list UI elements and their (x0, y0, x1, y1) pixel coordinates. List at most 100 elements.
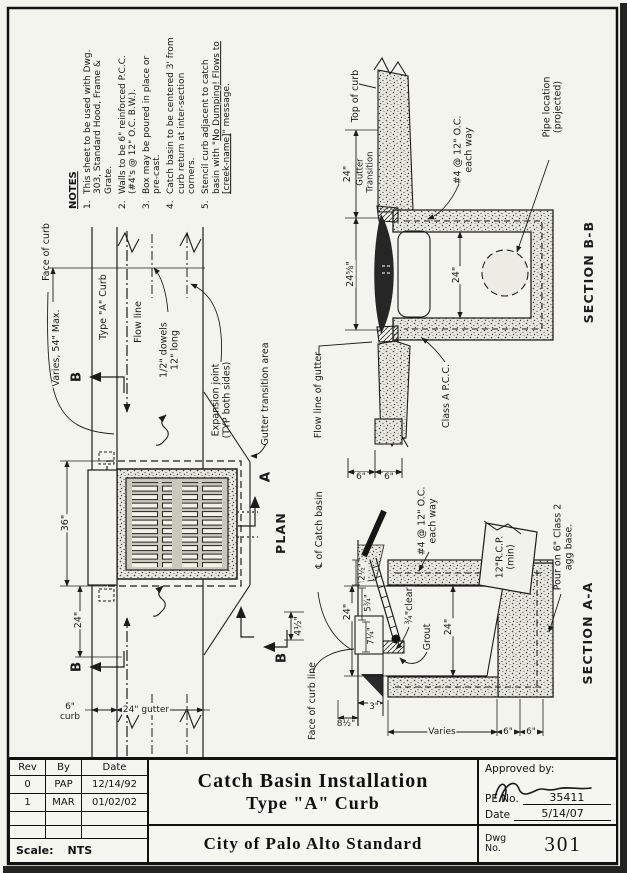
section-bb-title: SECTION B-B (581, 220, 597, 324)
dowels-line2: 12" long (169, 330, 180, 370)
bb-rebar-line1: #4 @ 12" O.C. (452, 115, 464, 185)
plan-section-marker-b-top: B (68, 371, 85, 383)
note-text: Catch basin to be centered 3' from curb … (166, 37, 198, 194)
rcp-line2: (min) (505, 544, 516, 570)
rev-row-0: 0 PAP 12/14/92 (10, 776, 147, 794)
aa-label-clear: ¾"clear (403, 586, 416, 626)
aa-dim-24-width: 24" (341, 602, 354, 622)
organization-name: City of Palo Alto Standard (203, 834, 423, 853)
bb-rebar-line2: each way (463, 127, 474, 173)
aa-dim-2-half: 2½" (357, 562, 368, 582)
rev-cell: MAR (46, 794, 82, 811)
aa-section-marker-b: B (273, 652, 290, 664)
note-num: 1. (82, 200, 93, 209)
plan-dim-24: 24" (72, 610, 85, 630)
gt-line2: Transition (365, 151, 375, 193)
note-item-4: 4. Catch basin to be centered 3' from cu… (166, 37, 198, 209)
rev-header-by: By (46, 760, 82, 775)
dwg-no-label: Dwg No. (479, 832, 510, 857)
rev-cell (82, 812, 147, 825)
date-label: Date (485, 809, 511, 821)
aa-dim-5-three-quarter: 5¾" (363, 593, 374, 613)
bb-dim-24: 24" (450, 265, 463, 285)
pe-value: 35411 (522, 791, 611, 805)
date-row: Date 5/14/07 (485, 807, 611, 821)
scale-value: NTS (67, 844, 93, 857)
aa-label-grout: Grout (421, 623, 433, 651)
bb-label-flow-line-of-gutter: Flow line of gutter (312, 351, 324, 439)
aa-dim-24-depth: 24" (442, 617, 455, 637)
pe-label: PE No. (485, 793, 519, 805)
sheet-border (3, 3, 627, 873)
rev-cell (82, 826, 147, 838)
pour-line2: agg base. (563, 523, 574, 571)
expansion-line1: Expansion joint (210, 363, 222, 437)
rev-cell (10, 812, 46, 825)
note-text: Box may be poured in place or pre-cast. (141, 55, 163, 194)
plan-label-24in-gutter: 24" gutter (121, 705, 171, 715)
section-bb-view (318, 56, 554, 478)
approval-box: Approved by: PE No. 35411 Date 5/14/07 (479, 760, 616, 826)
note-item-1: 1. This sheet to be used with Dwg. 303, … (83, 37, 115, 209)
pour-line1: Pour on 6" Class 2 (552, 503, 564, 591)
rev-cell: 01/02/02 (92, 797, 137, 808)
bb-dim-24-58: 24⅝" (344, 260, 357, 288)
approved-by-label: Approved by: (485, 763, 555, 775)
dowels-line1: 1/2" dowels (158, 322, 170, 378)
notes-block: NOTES 1. This sheet to be used with Dwg.… (68, 37, 236, 209)
note-num: 3. (141, 200, 152, 209)
note-item-5: 5. Stencil curb adjacent to catch basin … (201, 37, 233, 209)
dwg-label-line2: No. (485, 843, 501, 854)
bb-dim-6-left: 6" (355, 472, 367, 482)
note-item-3: 3. Box may be poured in place or pre-cas… (142, 37, 163, 209)
bb-label-top-of-curb: Top of curb (349, 69, 361, 123)
expansion-line2: (TYP both sides) (221, 361, 232, 439)
bb-label-rebar: #4 @ 12" O.C.each way (452, 114, 474, 186)
rev-row-2 (10, 812, 147, 826)
rev-row-1: 1 MAR 01/02/02 (10, 794, 147, 812)
curb6-line2: curb (59, 712, 81, 722)
title-column: Catch Basin Installation Type "A" Curb C… (149, 760, 479, 862)
note-num: 4. (166, 200, 177, 209)
scale-row: Scale: NTS (10, 839, 147, 862)
plan-label-type-a-curb: Type "A" Curb (97, 274, 109, 340)
aa-dim-varies: Varies (427, 727, 457, 737)
section-aa-title: SECTION A-A (580, 581, 596, 685)
bb-dim-6-right: 6" (383, 472, 395, 482)
plan-section-marker-b-bottom: B (68, 661, 85, 673)
rev-header-rev: Rev (10, 760, 46, 775)
rev-header-row: Rev By Date (10, 760, 147, 776)
aa-rebar-line1: #4 @ 12" O.C. (416, 486, 428, 556)
signature (494, 782, 592, 802)
aa-label-rcp: 12"R.C.P.(min) (494, 530, 516, 584)
dwg-number-value: 301 (544, 831, 582, 856)
rev-cell (46, 826, 82, 838)
gt-line1: Gutter (355, 158, 366, 186)
approval-column: Approved by: PE No. 35411 Date 5/14/07 D… (479, 760, 616, 862)
date-value: 5/14/07 (514, 807, 611, 821)
drawing-title: Catch Basin Installation Type "A" Curb (149, 760, 477, 826)
dwg-label-line1: Dwg (485, 832, 507, 844)
plan-label-face-of-curb: Face of curb (40, 223, 52, 281)
aa-dim-8-half: 8½" (335, 719, 357, 729)
aa-dim-4-half: 4½" (292, 615, 305, 637)
aa-dim-6-right: 6" (525, 727, 537, 737)
curb6-line1: 6" (65, 701, 75, 712)
section-aa-view (263, 509, 562, 736)
aa-dim-7-quarter: 7¼" (366, 626, 377, 646)
rev-cell: 12/14/92 (92, 779, 137, 790)
note-item-2: 2. Walls to be 6" reinforced P.C.C. (#4'… (118, 37, 139, 209)
pipe-loc-line1: Pipe location (541, 76, 553, 138)
note-text: Stencil curb adjacent to catch basin wit… (201, 37, 233, 194)
rev-cell: PAP (46, 776, 82, 793)
rev-row-3 (10, 826, 147, 839)
rev-cell: 1 (10, 794, 46, 811)
note-text: This sheet to be used with Dwg. 303, Sta… (82, 49, 115, 194)
aa-label-rebar: #4 @ 12" O.C.each way (416, 485, 438, 557)
scale-label: Scale: (16, 844, 54, 857)
aa-dim-6-left: 6" (502, 727, 514, 737)
